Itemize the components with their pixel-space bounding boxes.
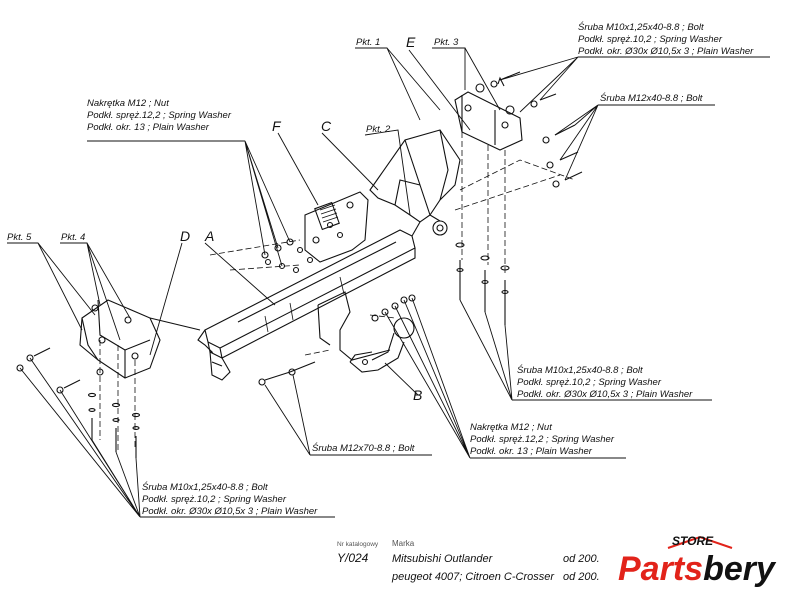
callout-line: Podkł. okr. Ø30x Ø10,5x 3 ; Plain Washer xyxy=(142,506,318,517)
callout-line: Podkł. okr. Ø30x Ø10,5x 3 ; Plain Washer xyxy=(517,389,693,400)
vehicle-line-2: peugeot 4007; Citroen C-Crosser xyxy=(391,571,555,583)
logo-part-red: Parts xyxy=(618,550,703,588)
callout-line: Podkł. spręż.10,2 ; Spring Washer xyxy=(578,34,723,45)
callout-line: Podkł. okr. Ø30x Ø10,5x 3 ; Plain Washer xyxy=(578,46,754,57)
callout-nut-top: Nakrętka M12 ; Nut Podkł. spręż.12,2 ; S… xyxy=(87,98,232,133)
left-bolts xyxy=(16,347,141,458)
brand-label: Marka xyxy=(392,539,415,548)
leader-lines xyxy=(7,47,770,518)
cross-bar-part-a xyxy=(197,229,416,381)
callout-line: Podkł. spręż.10,2 ; Spring Washer xyxy=(517,377,662,388)
callout-bolt-m12x70: Śruba M12x70-8.8 ; Bolt xyxy=(312,442,415,454)
left-bracket-part-d xyxy=(79,299,201,379)
part-letter-c: C xyxy=(321,118,332,134)
callout-line: Podkł. spręż.12,2 ; Spring Washer xyxy=(470,434,615,445)
catalog-label: Nr katalogowy xyxy=(337,541,379,548)
callout-line: Podkł. okr. 13 ; Plain Washer xyxy=(87,122,210,133)
callout-line: Śruba M10x1,25x40-8.8 ; Bolt xyxy=(517,364,643,376)
callout-line: Nakrętka M12 ; Nut xyxy=(470,422,552,433)
part-letter-e: E xyxy=(406,34,416,50)
logo-wordmark: Partsbery xyxy=(618,550,777,588)
callout-bolt-m12x40: Śruba M12x40-8.8 ; Bolt xyxy=(600,92,703,104)
part-letter-f: F xyxy=(272,118,282,134)
logo-part-black: bery xyxy=(703,550,777,588)
part-letter-b: B xyxy=(413,387,422,403)
callout-line: Podkł. okr. 13 ; Plain Washer xyxy=(470,446,593,457)
callout-bolt-bottom-left: Śruba M10x1,25x40-8.8 ; Bolt Podkł. sprę… xyxy=(142,481,318,517)
vehicle-line-1: Mitsubishi Outlander xyxy=(392,553,494,565)
catalog-number: Y/024 xyxy=(337,551,369,565)
right-bracket-part-c xyxy=(369,129,461,237)
logo-store-text: STORE xyxy=(672,534,714,548)
callout-line: Podkł. spręż.12,2 ; Spring Washer xyxy=(87,110,232,121)
callout-line: Nakrętka M12 ; Nut xyxy=(87,98,169,109)
ball-nuts xyxy=(371,294,416,322)
footer-info: Nr katalogowy Marka Y/024 Mitsubishi Out… xyxy=(337,539,600,583)
m12x70-bolts xyxy=(258,361,316,386)
point-label-5: Pkt. 5 xyxy=(7,232,32,243)
part-letter-d: D xyxy=(180,228,190,244)
top-right-bolts xyxy=(490,71,583,188)
point-label-3: Pkt. 3 xyxy=(434,37,459,48)
assembly-guide-lines xyxy=(99,132,576,450)
partsbery-logo: STORE Partsbery xyxy=(618,534,777,588)
top-mount-part-e xyxy=(454,83,523,151)
callout-line: Śruba M10x1,25x40-8.8 ; Bolt xyxy=(142,481,268,493)
callout-line: Śruba M10x1,25x40-8.8 ; Bolt xyxy=(578,21,704,33)
callout-bolt-mid-right: Śruba M10x1,25x40-8.8 ; Bolt Podkł. sprę… xyxy=(517,364,693,400)
logo-roof-icon xyxy=(667,535,733,549)
year-line-1: od 200. xyxy=(563,553,600,565)
point-label-2: Pkt. 2 xyxy=(366,124,391,135)
year-line-2: od 200. xyxy=(563,571,600,583)
part-letter-a: A xyxy=(204,228,214,244)
plate-part-f xyxy=(304,191,369,263)
point-label-1: Pkt. 1 xyxy=(356,37,380,48)
point-label-4: Pkt. 4 xyxy=(61,232,85,243)
under-mount-bolts xyxy=(455,242,510,325)
tow-ball-neck-part-b xyxy=(317,291,415,373)
callout-bolt-top-right: Śruba M10x1,25x40-8.8 ; Bolt Podkł. sprę… xyxy=(578,21,754,57)
callout-nut-mid: Nakrętka M12 ; Nut Podkł. spręż.12,2 ; S… xyxy=(470,422,615,457)
callout-line: Podkł. spręż.10,2 ; Spring Washer xyxy=(142,494,287,505)
